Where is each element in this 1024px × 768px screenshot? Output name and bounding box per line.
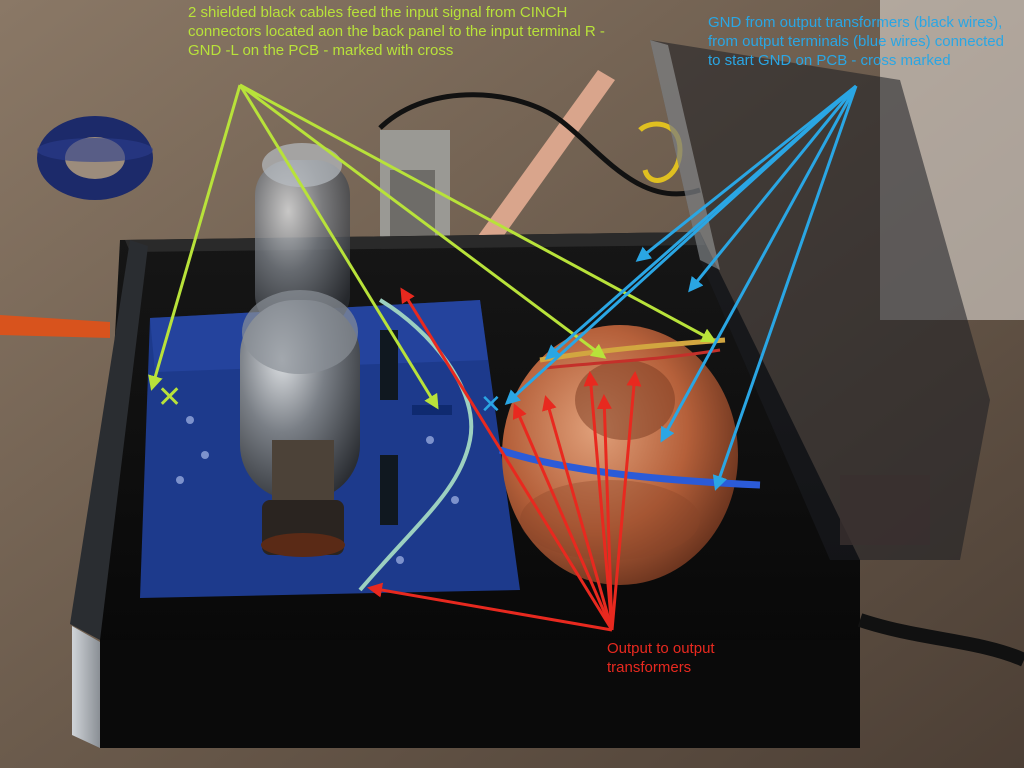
acrylic-cover-edge — [650, 40, 720, 270]
toroidal-transformer-icon — [502, 325, 738, 585]
output-caption: Output to output transformers — [607, 640, 715, 676]
front-panel-face — [72, 626, 100, 748]
gnd-wires-caption: GND from output transformers (black wire… — [708, 14, 1004, 69]
pcb-components — [176, 330, 459, 564]
orange-stick — [0, 315, 110, 338]
green-white-wire — [358, 298, 474, 592]
vacuum-tube-icon — [240, 143, 360, 557]
input-cables-caption: 2 shielded black cables feed the input s… — [188, 4, 605, 59]
input-terminal-cross: ✕ — [157, 381, 183, 414]
rear-transformer-core — [390, 170, 435, 240]
front-panel — [70, 240, 148, 640]
acrylic-cover — [650, 40, 990, 560]
background-cable — [378, 92, 701, 197]
input-cable-arrows — [148, 83, 717, 410]
front-panel-bottom — [100, 640, 860, 748]
tape-roll-icon — [37, 116, 153, 200]
wooden-rod — [470, 70, 615, 255]
gnd-terminal-cross: ✕ — [480, 389, 502, 419]
power-cord — [857, 613, 1024, 667]
gnd-wire-arrows — [504, 84, 858, 491]
twisted-wire-red — [544, 348, 721, 370]
output-arrows — [367, 287, 642, 632]
rear-terminal-block — [840, 475, 930, 545]
